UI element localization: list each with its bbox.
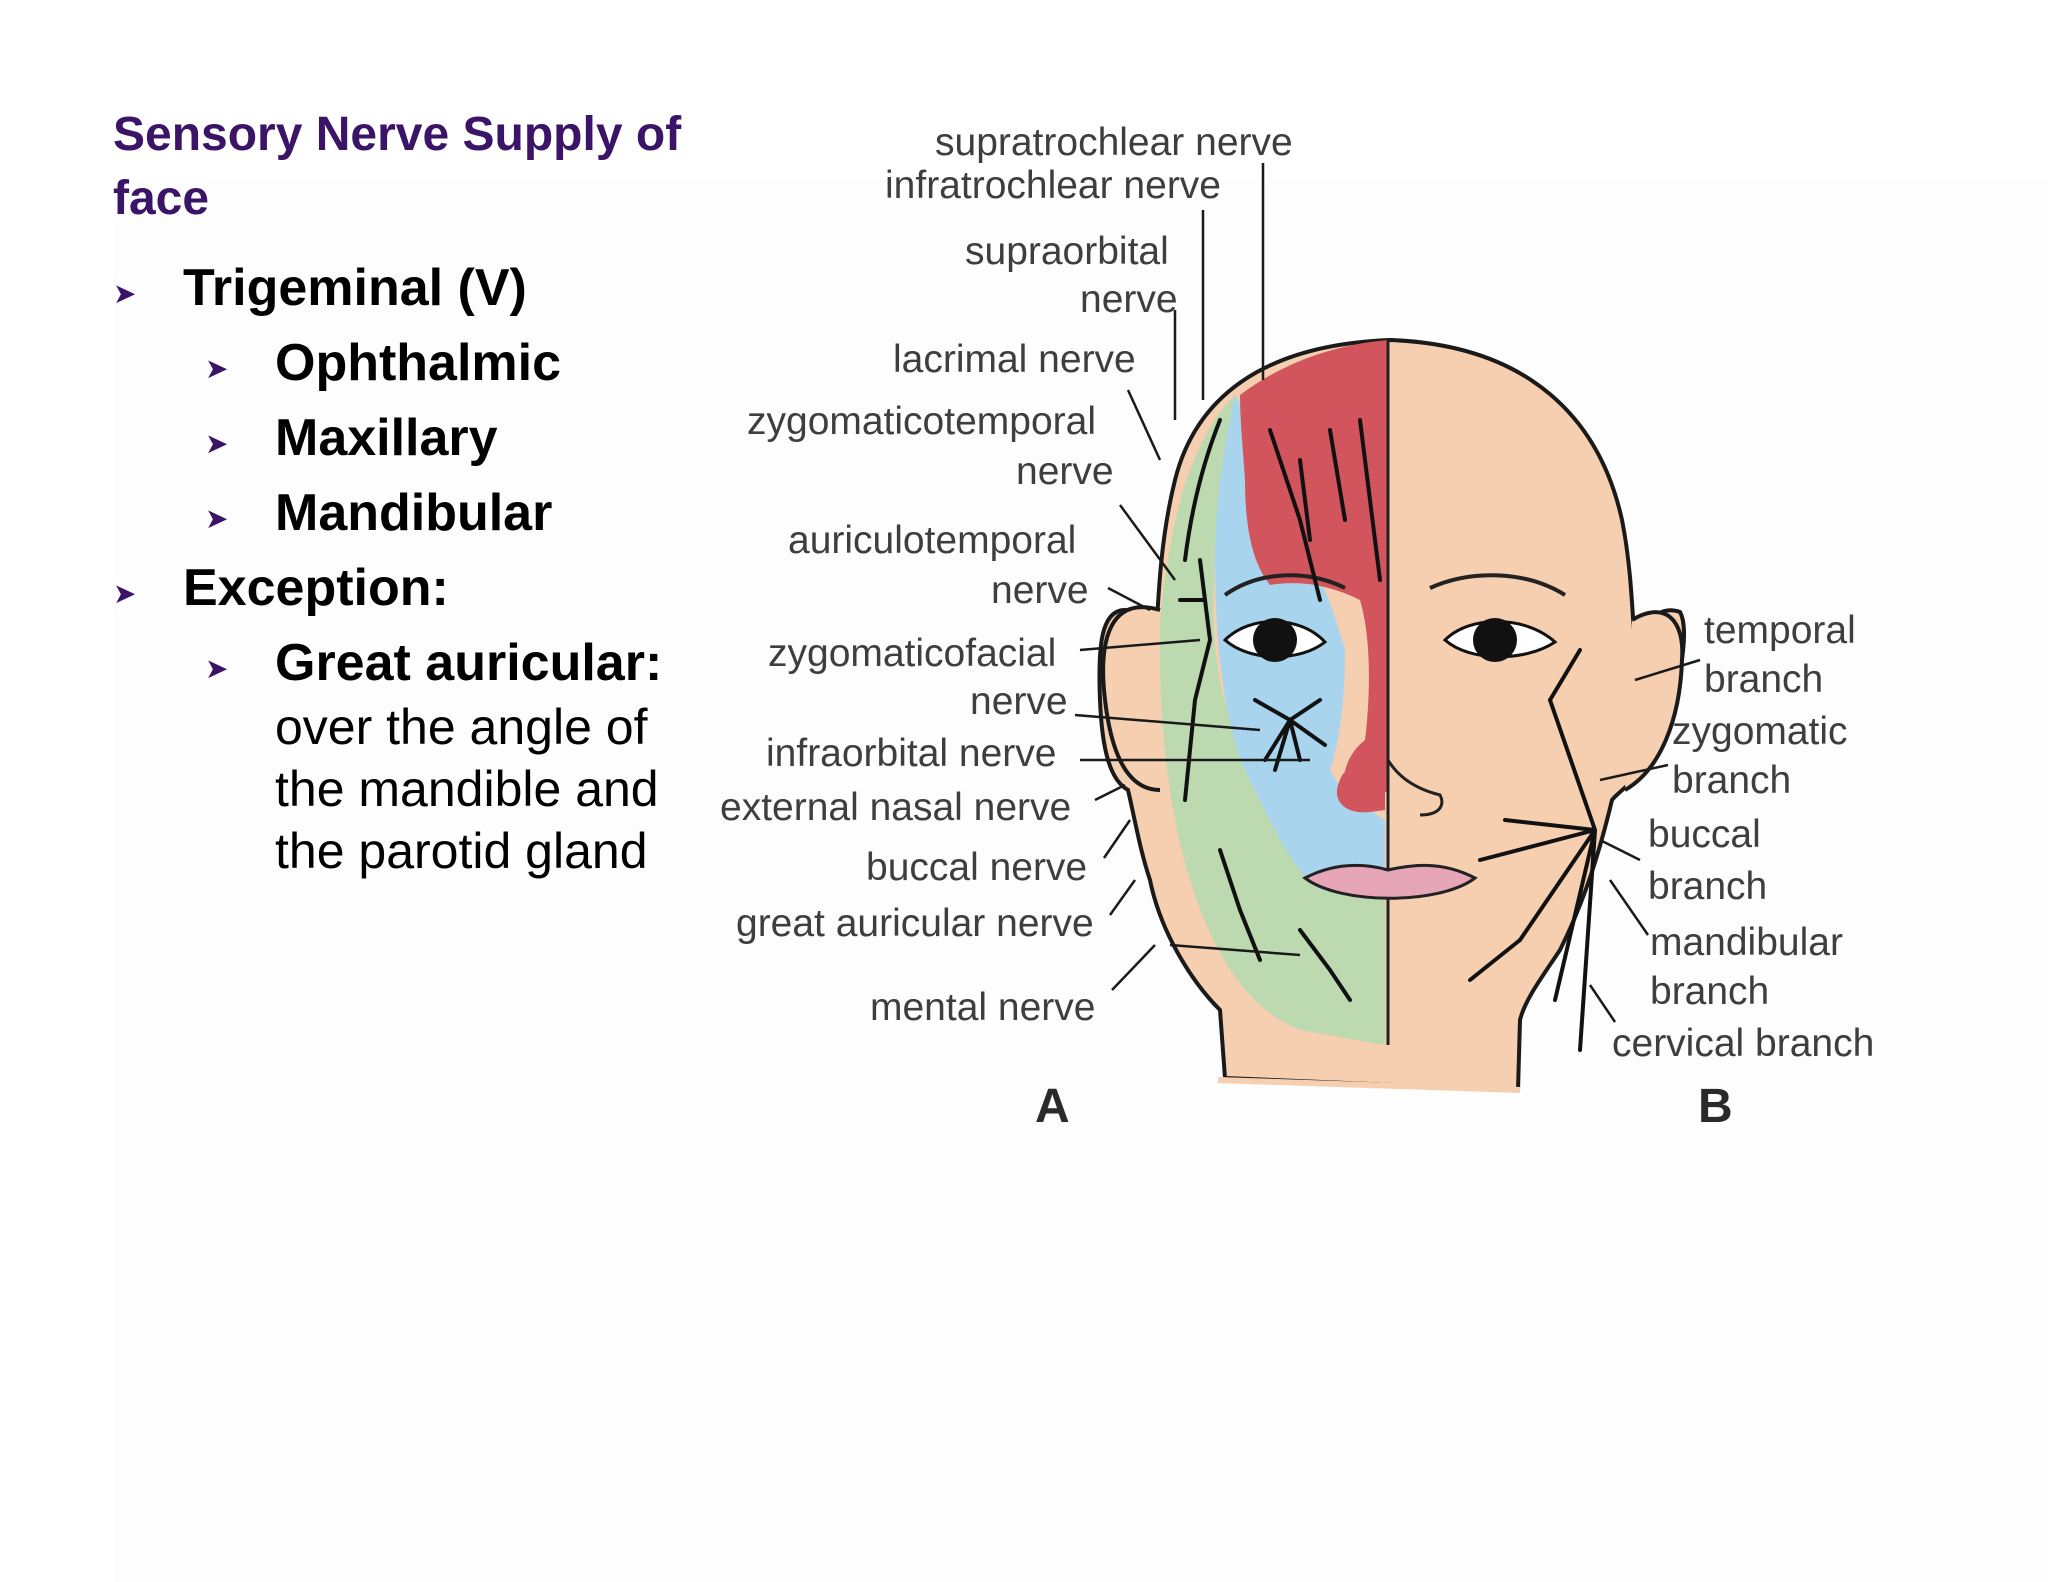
label-supraorbital-2: nerve — [1080, 278, 1178, 321]
bullet-great-auricular: Great auricular: — [275, 634, 663, 692]
right-brow — [1429, 573, 1567, 597]
nose-red-tip — [1336, 760, 1385, 813]
great-auricular-description: over the angle of the mandible and the p… — [275, 699, 659, 879]
bullet-arrow-icon: ➤ — [205, 428, 229, 459]
label-buccal-branch-2: branch — [1648, 865, 1767, 908]
label-mandibular-1: mandibular — [1650, 921, 1843, 964]
label-lacrimal: lacrimal nerve — [893, 338, 1136, 381]
right-ear — [1624, 610, 1685, 792]
label-buccal-branch-1: buccal — [1648, 813, 1761, 856]
left-pupil — [1253, 618, 1297, 662]
right-pupil — [1473, 618, 1517, 662]
label-supraorbital-1: supraorbital — [965, 230, 1169, 273]
left-brow — [1223, 573, 1346, 597]
label-mental: mental nerve — [870, 986, 1095, 1029]
label-infratrochlear: infratrochlear nerve — [885, 164, 1221, 207]
bullet-arrow-icon: ➤ — [113, 578, 137, 609]
content-background — [113, 180, 2048, 1582]
bullet-trigeminal: Trigeminal (V) — [183, 259, 527, 317]
bullet-maxillary: Maxillary — [275, 409, 498, 467]
nerve-branches-right — [1468, 648, 1597, 1052]
label-zygomatic-2: branch — [1672, 759, 1791, 802]
label-mandibular-2: branch — [1650, 970, 1769, 1013]
neck-line — [1217, 1077, 1521, 1093]
bullet-exception: Exception: — [183, 559, 449, 617]
bullet-arrow-icon: ➤ — [205, 653, 229, 684]
label-temporal-2: branch — [1704, 658, 1823, 701]
label-cervical: cervical branch — [1612, 1022, 1874, 1065]
nose — [1386, 759, 1444, 817]
bullet-arrow-icon: ➤ — [205, 353, 229, 384]
label-zygomaticotemporal-1: zygomaticotemporal — [747, 400, 1096, 443]
label-external-nasal: external nasal nerve — [720, 786, 1071, 829]
label-zygomatic-1: zygomatic — [1672, 710, 1848, 753]
bullet-mandibular: Mandibular — [275, 484, 553, 542]
label-zygomaticofacial-2: nerve — [970, 680, 1068, 723]
label-buccal: buccal nerve — [866, 846, 1087, 889]
label-great-auricular: great auricular nerve — [736, 902, 1094, 945]
label-zygomaticotemporal-2: nerve — [1016, 450, 1114, 493]
bullet-arrow-icon: ➤ — [113, 278, 137, 309]
label-infraorbital: infraorbital nerve — [766, 732, 1056, 775]
label-auriculotemporal-2: nerve — [991, 569, 1089, 612]
panel-label-b: B — [1698, 1080, 1733, 1133]
label-supratrochlear: supratrochlear nerve — [935, 121, 1293, 164]
bullet-ophthalmic: Ophthalmic — [275, 334, 562, 392]
bullet-arrow-icon: ➤ — [205, 503, 229, 534]
slide-title: Sensory Nerve Supply of face — [113, 108, 682, 225]
label-zygomaticofacial-1: zygomaticofacial — [768, 632, 1056, 675]
nerve-branches-left — [1178, 418, 1382, 1002]
lips — [1302, 863, 1478, 900]
left-ear — [1101, 605, 1161, 792]
panel-label-a: A — [1035, 1080, 1070, 1133]
label-leader-lines — [1074, 163, 1701, 1023]
label-temporal-1: temporal — [1704, 609, 1856, 652]
label-auriculotemporal-1: auriculotemporal — [788, 519, 1076, 562]
